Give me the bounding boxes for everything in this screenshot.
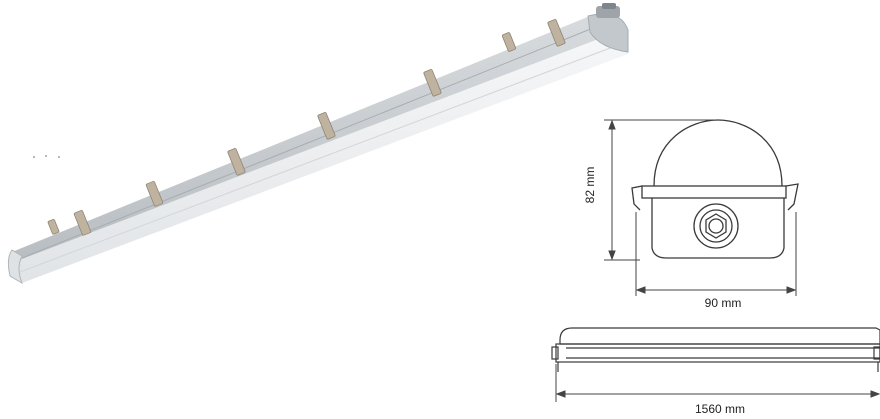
side-clip-right — [785, 183, 799, 211]
side-elevation-drawing — [551, 327, 880, 372]
diffuser-side-outline — [559, 327, 880, 345]
length-dimension-line — [555, 364, 880, 402]
side-clip-left — [631, 185, 643, 211]
cross-section-drawing — [631, 119, 799, 259]
width-dimension-line — [635, 212, 797, 296]
fixing-clips — [47, 19, 566, 236]
length-dimension-label: 1560 mm — [694, 402, 746, 416]
width-dimension-label: 90 mm — [704, 296, 742, 310]
height-dimension-label: 82 mm — [583, 166, 597, 204]
housing-body-outline — [651, 198, 785, 259]
height-dimension-line — [604, 119, 715, 261]
gland-hex — [693, 203, 739, 249]
end-cap-right — [873, 346, 880, 360]
cable-gland — [596, 3, 620, 18]
end-cap-left — [551, 346, 559, 360]
luminaire-photo — [7, 3, 629, 285]
luminaire-diffuser — [10, 30, 628, 283]
diffuser-dome-outline — [653, 119, 783, 187]
